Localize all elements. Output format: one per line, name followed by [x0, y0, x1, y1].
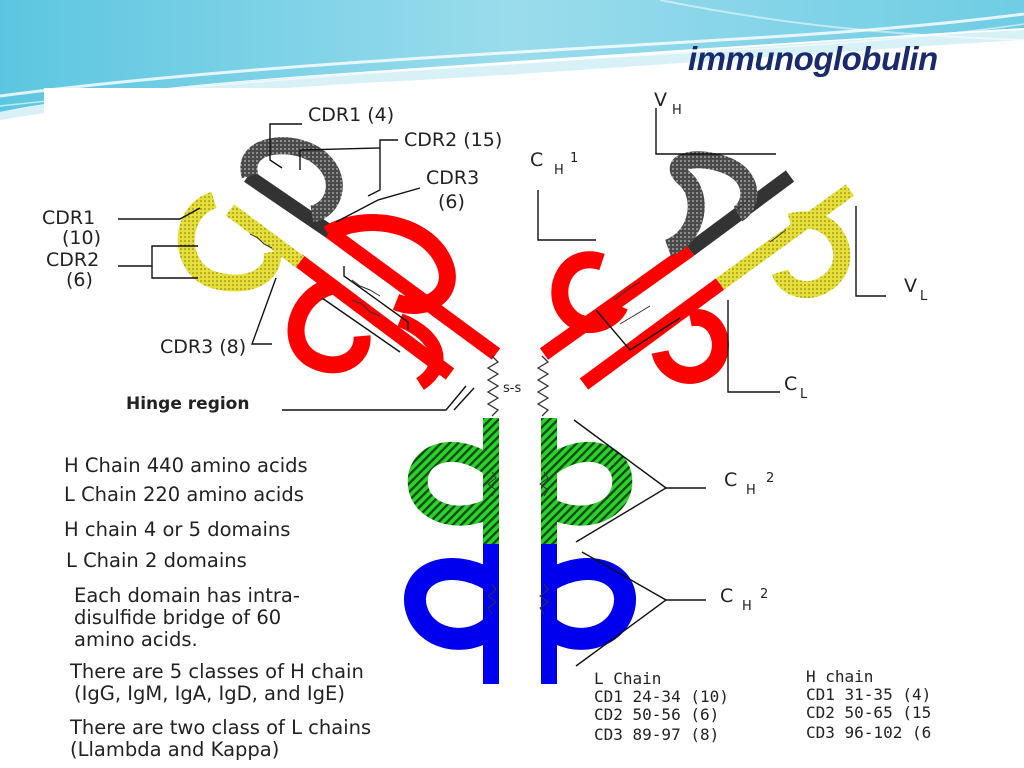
- ch3-label: C: [720, 585, 733, 607]
- ch3-domains: [404, 544, 636, 684]
- ch1-label-sub: H: [554, 163, 564, 178]
- note-line: Each domain has intra-: [74, 584, 300, 607]
- cdr1-light-count: (10): [62, 227, 101, 249]
- cd-table-heavy: H chain CD1 31-35 (4) CD2 50-65 (15 CD3 …: [806, 667, 931, 742]
- left-heavy-chain: [240, 137, 501, 390]
- cd-table-light-row: CD2 50-56 (6): [594, 705, 719, 724]
- cd-table-light: L Chain CD1 24-34 (10) CD2 50-56 (6) CD3…: [594, 669, 729, 744]
- cdr2-light-label: CDR2: [46, 249, 99, 271]
- note-line: H Chain 440 amino acids: [64, 454, 308, 477]
- cdr3-heavy-label: CDR3: [426, 167, 479, 189]
- note-line: There are two class of L chains: [69, 716, 371, 739]
- cl-label: C: [784, 373, 797, 395]
- note-line: (IgG, IgM, IgA, IgD, and IgE): [74, 682, 345, 705]
- cdr1-heavy-label: CDR1 (4): [308, 104, 394, 126]
- ch2-label-sub: H: [746, 483, 756, 498]
- note-line: L Chain 2 domains: [66, 549, 247, 572]
- vl-label: V: [904, 275, 917, 297]
- ch1-label: C: [530, 149, 543, 171]
- note-line: H chain 4 or 5 domains: [64, 518, 290, 541]
- cd-table-light-header: L Chain: [594, 669, 661, 688]
- vh-label: V: [654, 89, 667, 111]
- note-line: (Llambda and Kappa): [70, 738, 279, 761]
- cd-table-heavy-header: H chain: [806, 667, 873, 686]
- hinge-zigzag: [486, 355, 550, 417]
- cdr1-light-label: CDR1: [42, 207, 95, 229]
- cd-table-heavy-row: CD1 31-35 (4): [806, 685, 931, 704]
- cd-table-heavy-row: CD2 50-65 (15: [806, 703, 931, 722]
- ch2-label-sup: 2: [766, 471, 774, 486]
- hinge-label: Hinge region: [126, 394, 249, 414]
- ch2-label: C: [724, 469, 737, 491]
- right-heavy-chain: [539, 151, 795, 360]
- slide-title: immunoglobulin: [688, 40, 938, 77]
- left-light-chain: [177, 191, 455, 380]
- cdr3-heavy-count: (6): [438, 191, 465, 213]
- note-line: There are 5 classes of H chain: [69, 660, 364, 683]
- cd-table-light-row: CD3 89-97 (8): [594, 725, 719, 744]
- cl-label-sub: L: [800, 387, 808, 402]
- cdr2-heavy-label: CDR2 (15): [404, 129, 502, 151]
- note-line: L Chain 220 amino acids: [64, 483, 304, 506]
- cdr2-light-count: (6): [66, 269, 93, 291]
- note-line: amino acids.: [74, 628, 198, 651]
- ch3-label-sub: H: [742, 599, 752, 614]
- right-light-chain: [579, 184, 855, 390]
- note-line: disulfide bridge of 60: [74, 606, 281, 629]
- notes: H Chain 440 amino acids L Chain 220 amin…: [64, 454, 371, 761]
- vl-label-sub: L: [920, 289, 928, 304]
- cd-table-heavy-row: CD3 96-102 (6: [806, 723, 931, 742]
- cdr3-light-label: CDR3 (8): [160, 336, 246, 358]
- ch1-label-sup: 1: [570, 151, 578, 166]
- ch2-domains: [407, 418, 633, 544]
- leader-lines: [118, 108, 886, 667]
- cd-table-light-row: CD1 24-34 (10): [594, 687, 729, 706]
- hinge-disulfide: s-s: [503, 381, 521, 396]
- intra-disulfide-marks: [249, 195, 787, 615]
- ch3-label-sup: 2: [760, 587, 768, 602]
- vh-label-sub: H: [672, 103, 682, 118]
